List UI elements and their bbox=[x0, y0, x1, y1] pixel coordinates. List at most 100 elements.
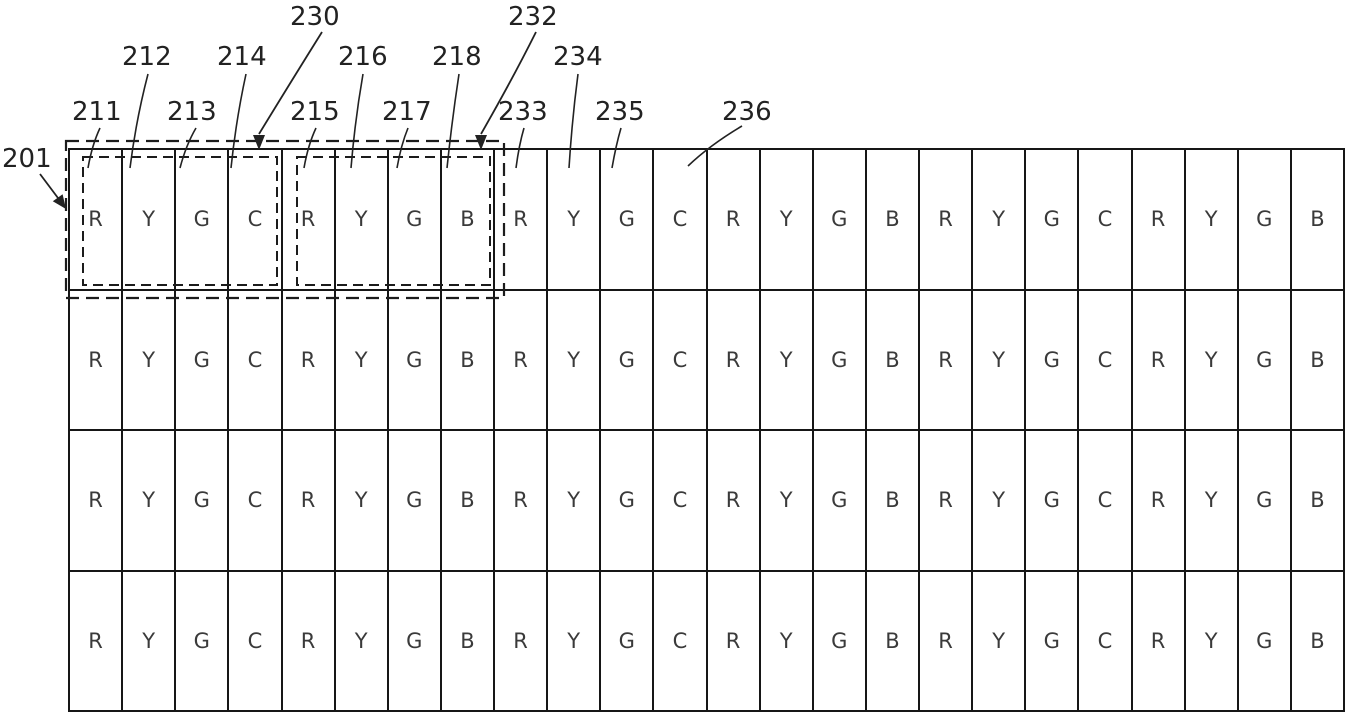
grid-cell-R: R bbox=[495, 571, 547, 710]
ref-label-212: 212 bbox=[122, 42, 172, 72]
grid-cell-R: R bbox=[707, 571, 759, 710]
grid-cell-R: R bbox=[70, 290, 122, 429]
grid-cell-G: G bbox=[601, 290, 653, 429]
grid-cell-Y: Y bbox=[548, 571, 600, 710]
grid-cell-G: G bbox=[1026, 431, 1078, 570]
grid-cell-Y: Y bbox=[760, 571, 812, 710]
grid-cell-R: R bbox=[70, 150, 122, 289]
grid-cell-R: R bbox=[282, 150, 334, 289]
grid-cell-Y: Y bbox=[123, 431, 175, 570]
grid-cell-C: C bbox=[1079, 150, 1131, 289]
grid-cell-G: G bbox=[176, 431, 228, 570]
grid-cell-G: G bbox=[813, 290, 865, 429]
grid-cell-R: R bbox=[495, 431, 547, 570]
grid-cell-C: C bbox=[654, 571, 706, 710]
grid-cell-C: C bbox=[229, 290, 281, 429]
grid-cell-C: C bbox=[654, 431, 706, 570]
grid-cell-R: R bbox=[707, 150, 759, 289]
grid-cell-B: B bbox=[1291, 431, 1343, 570]
grid-cell-Y: Y bbox=[973, 150, 1025, 289]
grid-cell-Y: Y bbox=[123, 150, 175, 289]
grid-cell-B: B bbox=[866, 290, 918, 429]
grid-cell-B: B bbox=[441, 290, 493, 429]
grid-cell-G: G bbox=[1238, 431, 1290, 570]
ref-label-230: 230 bbox=[290, 2, 340, 32]
grid-cell-G: G bbox=[176, 150, 228, 289]
ref-label-214: 214 bbox=[217, 42, 267, 72]
grid-cell-R: R bbox=[707, 431, 759, 570]
grid-cell-Y: Y bbox=[335, 290, 387, 429]
grid-cell-R: R bbox=[1132, 431, 1184, 570]
grid-cell-Y: Y bbox=[973, 431, 1025, 570]
grid-cell-Y: Y bbox=[973, 571, 1025, 710]
grid-cell-C: C bbox=[654, 150, 706, 289]
grid-cell-C: C bbox=[229, 431, 281, 570]
grid-cell-G: G bbox=[1026, 150, 1078, 289]
grid-cell-Y: Y bbox=[973, 290, 1025, 429]
grid-cell-C: C bbox=[229, 150, 281, 289]
grid-cell-G: G bbox=[1238, 571, 1290, 710]
grid-cell-R: R bbox=[920, 290, 972, 429]
grid-cell-G: G bbox=[388, 150, 440, 289]
grid-cell-R: R bbox=[495, 290, 547, 429]
grid-cell-R: R bbox=[70, 431, 122, 570]
grid-cell-G: G bbox=[388, 290, 440, 429]
grid-cell-Y: Y bbox=[760, 431, 812, 570]
ref-label-232: 232 bbox=[508, 2, 558, 32]
grid-cell-C: C bbox=[229, 571, 281, 710]
ref-label-211: 211 bbox=[72, 97, 122, 127]
grid-cell-R: R bbox=[282, 290, 334, 429]
grid-cell-Y: Y bbox=[1185, 150, 1237, 289]
grid-cell-G: G bbox=[176, 571, 228, 710]
grid-cell-B: B bbox=[866, 571, 918, 710]
ref-label-234: 234 bbox=[553, 42, 603, 72]
ref-label-213: 213 bbox=[167, 97, 217, 127]
grid-cell-G: G bbox=[813, 571, 865, 710]
grid-cell-Y: Y bbox=[1185, 571, 1237, 710]
grid-cell-R: R bbox=[920, 571, 972, 710]
leader-line-201 bbox=[39, 173, 59, 199]
grid-cell-B: B bbox=[441, 431, 493, 570]
grid-cell-G: G bbox=[1238, 290, 1290, 429]
grid-cell-Y: Y bbox=[335, 431, 387, 570]
grid-cell-R: R bbox=[1132, 150, 1184, 289]
grid-cell-Y: Y bbox=[760, 150, 812, 289]
grid-cell-B: B bbox=[866, 150, 918, 289]
grid-cell-B: B bbox=[1291, 571, 1343, 710]
grid-cell-G: G bbox=[388, 431, 440, 570]
grid-cell-R: R bbox=[282, 571, 334, 710]
grid-cell-Y: Y bbox=[548, 150, 600, 289]
grid-cell-C: C bbox=[1079, 290, 1131, 429]
grid-cell-G: G bbox=[601, 431, 653, 570]
grid-cell-R: R bbox=[707, 290, 759, 429]
grid-cell-R: R bbox=[282, 431, 334, 570]
grid-cell-Y: Y bbox=[123, 290, 175, 429]
grid-cell-B: B bbox=[1291, 290, 1343, 429]
grid-cell-B: B bbox=[1291, 150, 1343, 289]
grid-cell-G: G bbox=[176, 290, 228, 429]
grid-cell-C: C bbox=[1079, 571, 1131, 710]
grid-cell-Y: Y bbox=[335, 150, 387, 289]
ref-label-215: 215 bbox=[290, 97, 340, 127]
grid-cell-Y: Y bbox=[548, 431, 600, 570]
grid-cell-G: G bbox=[1026, 290, 1078, 429]
grid-cell-B: B bbox=[441, 150, 493, 289]
grid-cell-R: R bbox=[495, 150, 547, 289]
grid-cell-G: G bbox=[388, 571, 440, 710]
grid-cell-Y: Y bbox=[123, 571, 175, 710]
ref-label-235: 235 bbox=[595, 97, 645, 127]
grid-cell-B: B bbox=[441, 571, 493, 710]
grid-cell-G: G bbox=[1026, 571, 1078, 710]
grid-cell-B: B bbox=[866, 431, 918, 570]
grid-cell-G: G bbox=[813, 150, 865, 289]
grid-cell-Y: Y bbox=[1185, 431, 1237, 570]
ref-label-216: 216 bbox=[338, 42, 388, 72]
grid-cell-R: R bbox=[1132, 290, 1184, 429]
grid-cell-R: R bbox=[1132, 571, 1184, 710]
grid-cell-R: R bbox=[920, 150, 972, 289]
